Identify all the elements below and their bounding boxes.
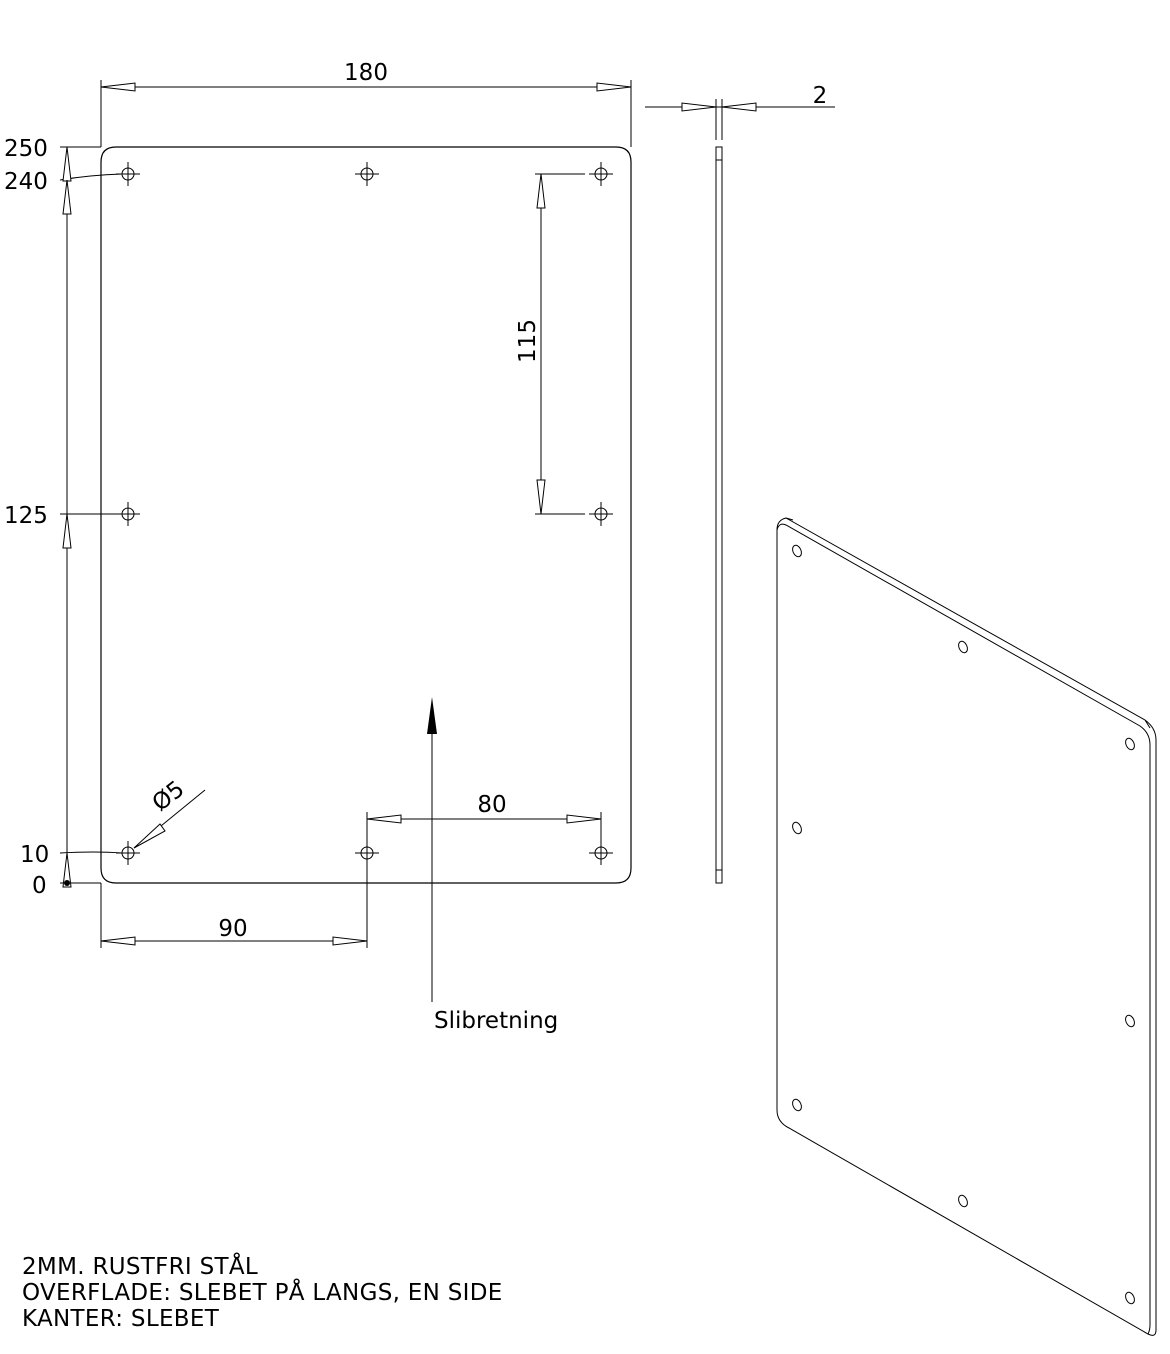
hole <box>355 162 379 186</box>
dimension-hole-diameter: Ø5 <box>133 776 206 849</box>
svg-text:Slibretning: Slibretning <box>434 1008 558 1034</box>
dimension-hole-spacing-horizontal: 80 <box>366 792 602 845</box>
svg-text:0: 0 <box>32 873 47 899</box>
svg-text:115: 115 <box>515 319 541 363</box>
plate-isometric-view <box>776 517 1157 1336</box>
hole <box>589 162 613 186</box>
svg-text:250: 250 <box>4 136 48 162</box>
grain-direction-arrow: Slibretning <box>427 697 558 1034</box>
dimension-hole-offset: 90 <box>100 861 368 948</box>
hole <box>589 841 613 865</box>
svg-text:Ø5: Ø5 <box>148 776 190 817</box>
plate-front-view <box>100 146 632 884</box>
note-edges: KANTER: SLEBET <box>22 1306 220 1332</box>
svg-text:240: 240 <box>4 169 48 195</box>
ordinate-dimensions: 250 240 125 10 0 <box>4 136 123 899</box>
svg-text:10: 10 <box>20 842 49 868</box>
dimension-width: 180 <box>100 60 632 147</box>
svg-text:125: 125 <box>4 503 48 529</box>
plate-side-view: 2 <box>645 83 835 884</box>
drawing-notes: 2MM. RUSTFRI STÅL OVERFLADE: SLEBET PÅ L… <box>22 1254 503 1332</box>
svg-text:80: 80 <box>477 792 506 818</box>
svg-text:180: 180 <box>344 60 388 86</box>
note-surface: OVERFLADE: SLEBET PÅ LANGS, EN SIDE <box>22 1280 503 1306</box>
svg-text:2: 2 <box>813 83 828 109</box>
dimension-hole-spacing-vertical: 115 <box>515 173 585 515</box>
note-material: 2MM. RUSTFRI STÅL <box>22 1254 259 1280</box>
holes-front-view <box>116 162 613 865</box>
svg-text:90: 90 <box>218 916 247 942</box>
hole <box>589 502 613 526</box>
